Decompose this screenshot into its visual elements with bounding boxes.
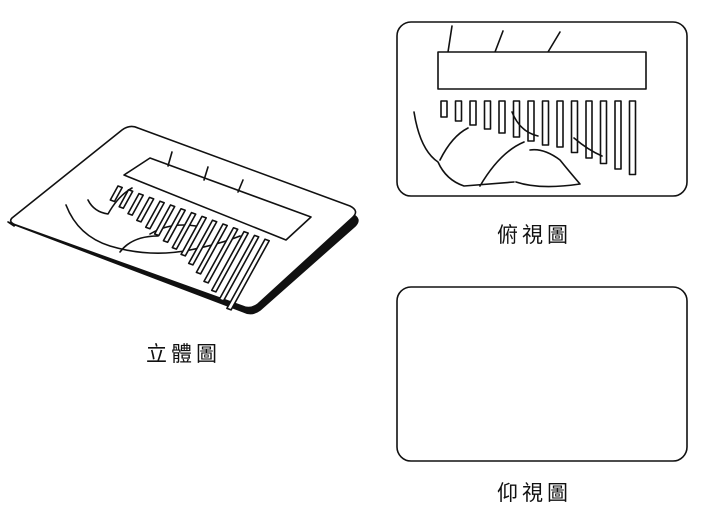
top-comb-teeth [440,100,637,176]
iso-comb-tooth [210,230,249,293]
iso-comb-tooth [203,227,239,284]
top-comb-tooth [454,100,463,122]
iso-comb-tooth [153,204,176,237]
top-comb-tooth [614,100,622,170]
iso-comb-tooth [195,223,228,275]
top-comb-tooth [628,100,637,176]
top-label-panel [437,51,647,90]
iso-comb-tooth [226,238,271,311]
top-comb-tooth [469,100,477,126]
top-card-view [396,21,688,197]
top-comb-tooth [512,100,521,138]
top-comb-tooth [599,100,608,165]
top-comb-tooth [440,100,448,118]
iso-finger-lines [167,151,244,193]
iso-comb-tooth [162,208,186,244]
top-comb-tooth [541,100,550,146]
caption-isometric-view: 立體圖 [146,342,221,366]
top-comb-tooth [570,100,579,154]
iso-comb-tooth [144,200,165,230]
caption-top-view: 俯視圖 [497,223,572,247]
iso-comb-tooth [118,189,134,210]
iso-comb-tooth [180,215,207,257]
top-comb-tooth [498,100,506,134]
top-comb-tooth [585,100,593,159]
iso-comb-tooth [127,192,144,216]
iso-comb-teeth [109,185,271,311]
iso-card-top-face [9,125,357,309]
iso-comb-tooth [109,185,123,203]
top-comb-tooth [556,100,564,148]
iso-comb-tooth [136,196,155,223]
iso-comb-tooth [218,234,260,302]
bottom-card-outline [396,286,688,462]
top-hand-outline [413,111,603,188]
iso-comb-tooth [171,211,197,250]
iso-comb-tooth [187,219,218,266]
bottom-card-view [396,286,688,462]
top-finger-lines [447,25,561,53]
isometric-card-view [7,125,359,315]
caption-bottom-view: 仰視圖 [497,481,572,505]
top-comb-tooth [527,100,535,142]
top-comb-tooth [483,100,492,130]
iso-label-panel [123,157,312,241]
iso-hand-outline [65,187,241,254]
